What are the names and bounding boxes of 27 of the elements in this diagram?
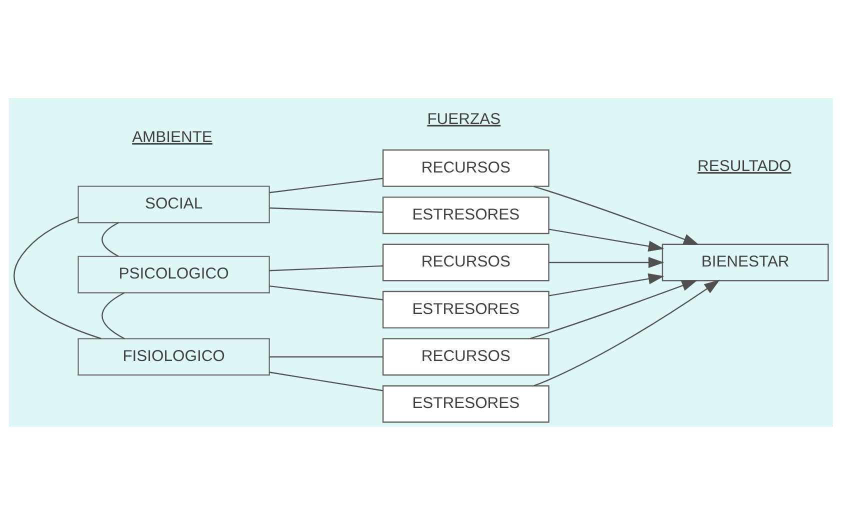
label: AMBIENTE bbox=[132, 129, 212, 146]
label: RESULTADO bbox=[698, 158, 792, 176]
label: FUERZAS bbox=[427, 110, 501, 128]
node-box: SOCIAL bbox=[78, 186, 270, 224]
connector bbox=[102, 222, 120, 257]
arrow bbox=[534, 280, 720, 386]
node-box: ESTRESORES bbox=[382, 385, 550, 423]
node-box: RECURSOS bbox=[382, 244, 550, 282]
arrow bbox=[533, 186, 700, 245]
connector bbox=[269, 265, 384, 272]
connector bbox=[269, 372, 384, 392]
connector bbox=[102, 292, 125, 340]
arrow bbox=[549, 273, 664, 296]
connector bbox=[269, 207, 384, 213]
arrow bbox=[549, 228, 664, 252]
node-box: BIENESTAR bbox=[662, 244, 829, 282]
connector bbox=[269, 356, 384, 358]
connector bbox=[14, 216, 102, 340]
node-box: RECURSOS bbox=[382, 338, 550, 376]
connector bbox=[269, 285, 384, 300]
node-box: FISIOLOGICO bbox=[78, 338, 270, 376]
node-box: RECURSOS bbox=[382, 149, 550, 187]
arrow bbox=[549, 257, 664, 268]
node-box: ESTRESORES bbox=[382, 196, 550, 234]
node-box: PSICOLOGICO bbox=[78, 256, 270, 294]
connector bbox=[269, 178, 384, 194]
node-box: ESTRESORES bbox=[382, 290, 550, 328]
